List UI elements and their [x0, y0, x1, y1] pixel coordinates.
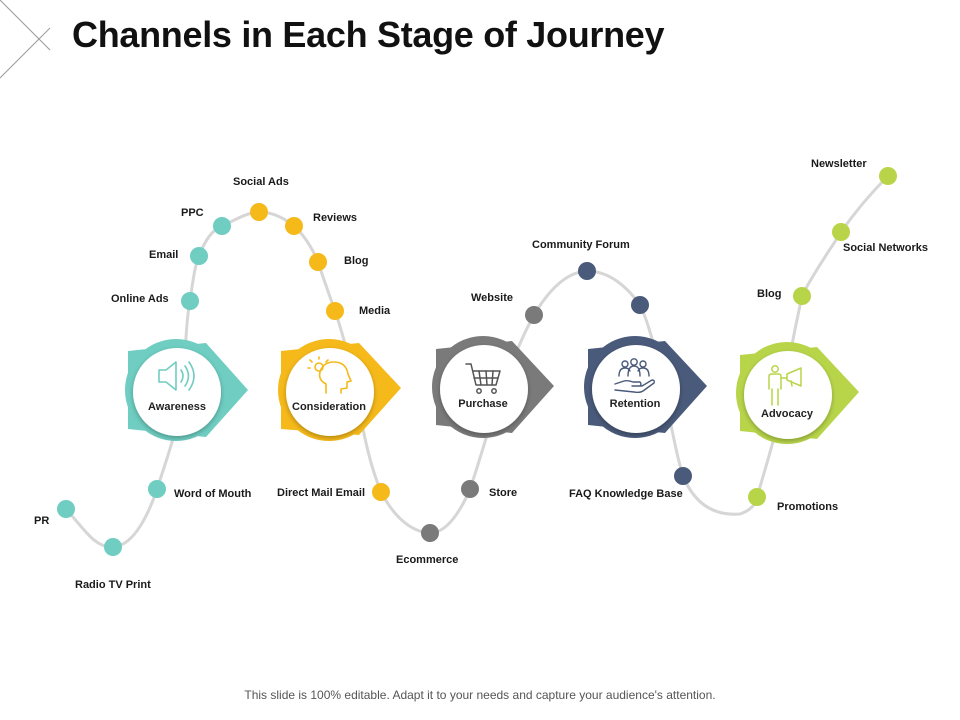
- speaker-icon: [158, 361, 195, 391]
- person-megaphone-icon: [768, 365, 802, 406]
- head-lightbulb-icon: [307, 356, 352, 394]
- dot-retention-upper: [631, 296, 649, 314]
- dot-pr: [57, 500, 75, 518]
- stage-inner-circle: [286, 348, 374, 436]
- label-pr: PR: [34, 515, 49, 527]
- stage-advocacy: Advocacy: [736, 342, 859, 444]
- label-social-networks: Social Networks: [843, 242, 928, 254]
- label-promotions: Promotions: [777, 501, 838, 513]
- channel-labels: PR Radio TV Print Word of Mouth Online A…: [34, 158, 928, 591]
- footer-note: This slide is 100% editable. Adapt it to…: [244, 688, 716, 702]
- label-social-ads: Social Ads: [233, 176, 289, 188]
- label-community-forum: Community Forum: [532, 239, 630, 251]
- label-email: Email: [149, 249, 178, 261]
- shopping-cart-icon: [465, 363, 501, 394]
- dot-reviews: [285, 217, 303, 235]
- stage-label-retention: Retention: [610, 398, 661, 410]
- dot-media: [326, 302, 344, 320]
- stage-inner-circle: [744, 351, 832, 439]
- dot-promotions: [748, 488, 766, 506]
- stage-label-purchase: Purchase: [458, 398, 508, 410]
- hand-people-icon: [614, 358, 655, 394]
- label-media: Media: [359, 305, 391, 317]
- dot-website: [525, 306, 543, 324]
- dot-faq-knowledge-base: [674, 467, 692, 485]
- stage-label-advocacy: Advocacy: [761, 408, 814, 420]
- stage-label-awareness: Awareness: [148, 401, 206, 413]
- dot-blog-consideration: [309, 253, 327, 271]
- label-blog-consideration: Blog: [344, 255, 368, 267]
- dot-radio-tv-print: [104, 538, 122, 556]
- dot-community-forum: [578, 262, 596, 280]
- label-word-of-mouth: Word of Mouth: [174, 488, 252, 500]
- dot-online-ads: [181, 292, 199, 310]
- label-website: Website: [471, 292, 513, 304]
- label-store: Store: [489, 487, 517, 499]
- stage-inner-circle: [440, 345, 528, 433]
- corner-decoration: [0, 0, 51, 79]
- dot-blog-advocacy: [793, 287, 811, 305]
- dot-newsletter: [879, 167, 897, 185]
- label-blog-advocacy: Blog: [757, 288, 781, 300]
- dot-social-networks: [832, 223, 850, 241]
- label-reviews: Reviews: [313, 212, 357, 224]
- dot-email: [190, 247, 208, 265]
- dot-ecommerce: [421, 524, 439, 542]
- dot-store: [461, 480, 479, 498]
- label-radio-tv-print: Radio TV Print: [75, 579, 151, 591]
- channel-dots: [57, 167, 897, 556]
- stage-inner-circle: [592, 345, 680, 433]
- label-direct-mail-email: Direct Mail Email: [277, 487, 365, 499]
- dot-social-ads: [250, 203, 268, 221]
- label-ecommerce: Ecommerce: [396, 554, 458, 566]
- stage-label-consideration: Consideration: [292, 401, 366, 413]
- stage-retention: Retention: [584, 336, 707, 438]
- dot-direct-mail-email: [372, 483, 390, 501]
- stage-inner-circle: [133, 348, 221, 436]
- stage-purchase: Purchase: [432, 336, 554, 438]
- label-faq-knowledge-base: FAQ Knowledge Base: [569, 488, 683, 500]
- label-online-ads: Online Ads: [111, 293, 169, 305]
- label-newsletter: Newsletter: [811, 158, 867, 170]
- page-title: Channels in Each Stage of Journey: [72, 14, 665, 55]
- label-ppc: PPC: [181, 207, 204, 219]
- dot-ppc: [213, 217, 231, 235]
- stage-awareness: Awareness: [125, 339, 248, 441]
- stage-consideration: Consideration: [278, 339, 401, 441]
- dot-word-of-mouth: [148, 480, 166, 498]
